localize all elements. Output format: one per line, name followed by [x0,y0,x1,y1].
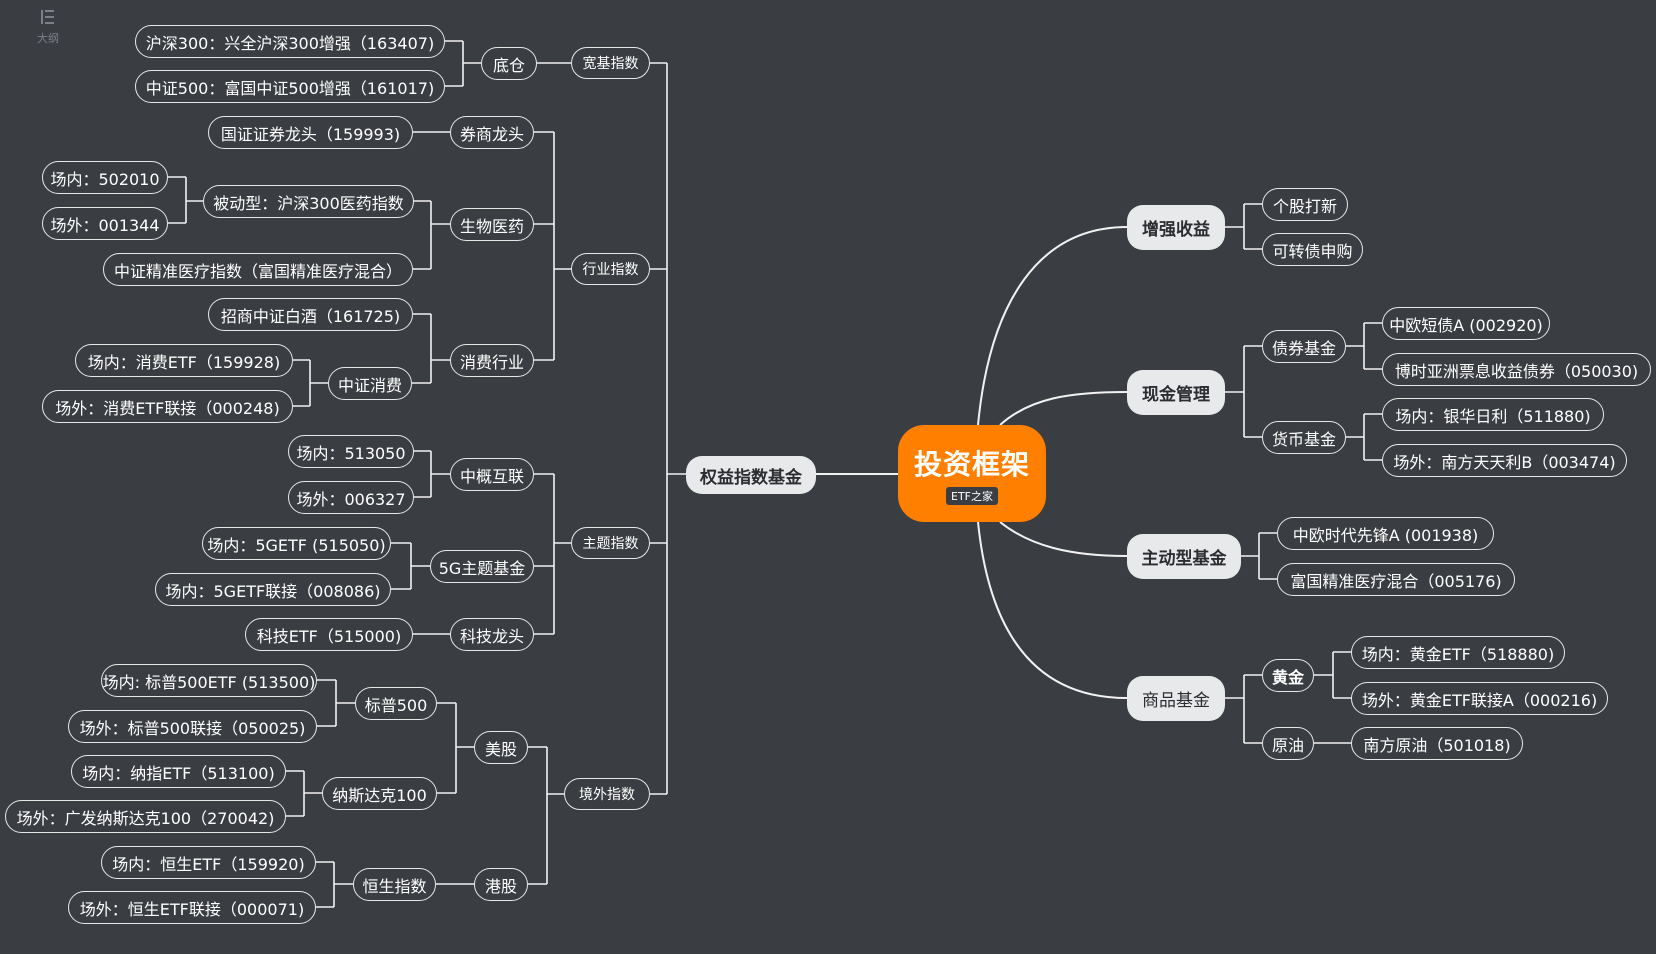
connector-line [977,521,1128,699]
leaf-baijiu-index[interactable]: 招商中证白酒（161725) [208,298,413,331]
outline-label: 大纲 [37,32,59,45]
category-theme-index[interactable]: 主题指数 [571,527,650,559]
group-gold[interactable]: 黄金 [1262,659,1314,692]
leaf-consumer-etf[interactable]: 场内：消费ETF（159928) [75,344,293,377]
leaf-ipo-subscription[interactable]: 个股打新 [1262,188,1348,221]
leaf-yinhua-daily[interactable]: 场内：银华日利（511880) [1382,398,1604,431]
main-cash-management[interactable]: 现金管理 [1127,370,1225,415]
subgroup-sp500[interactable]: 标普500 [355,687,437,720]
group-tech-leaders[interactable]: 科技龙头 [450,618,534,651]
main-equity-index-funds[interactable]: 权益指数基金 [686,456,816,494]
main-active-funds[interactable]: 主动型基金 [1127,534,1241,579]
leaf-zhongou-short-bond[interactable]: 中欧短债A (002920) [1382,307,1550,340]
group-biomedicine[interactable]: 生物医药 [450,208,534,241]
leaf-onexchange-513050[interactable]: 场内：513050 [288,435,414,468]
leaf-securities-leader[interactable]: 国证证券龙头（159993) [208,116,413,149]
group-broker-leaders[interactable]: 券商龙头 [450,116,534,149]
leaf-zhongou-pioneer[interactable]: 中欧时代先锋A (001938) [1277,517,1494,550]
leaf-convertible-bond-subscription[interactable]: 可转债申购 [1262,233,1363,266]
group-5g-theme[interactable]: 5G主题基金 [430,550,534,583]
leaf-consumer-etf-feeder[interactable]: 场外：消费ETF联接（000248) [42,390,293,423]
connector-line [999,391,1128,426]
leaf-hang-seng-feeder[interactable]: 场外：恒生ETF联接（000071) [68,891,316,924]
outline-icon [40,8,56,25]
root-tag: ETF之家 [946,486,998,505]
connector-line [977,226,1128,426]
main-enhanced-returns[interactable]: 增强收益 [1127,205,1225,250]
connector-line [999,521,1128,557]
category-industry-index[interactable]: 行业指数 [571,253,650,285]
group-crude-oil[interactable]: 原油 [1262,727,1314,760]
category-broad-index[interactable]: 宽基指数 [571,47,650,79]
leaf-offexchange-001344[interactable]: 场外：001344 [42,207,168,240]
group-base-position[interactable]: 底仓 [481,47,537,80]
leaf-nasdaq-etf[interactable]: 场内：纳指ETF（513100) [71,755,286,788]
leaf-southern-tiantianli[interactable]: 场外：南方天天利B（003474) [1382,444,1627,477]
leaf-southern-crude-oil[interactable]: 南方原油（501018) [1351,727,1523,760]
leaf-offexchange-006327[interactable]: 场外：006327 [288,481,414,514]
subgroup-passive-csi300-pharma[interactable]: 被动型：沪深300医药指数 [203,185,414,218]
root-title: 投资框架 [913,447,1030,481]
leaf-sp500-feeder[interactable]: 场外：标普500联接（050025) [68,710,317,743]
leaf-tech-etf[interactable]: 科技ETF（515000) [245,618,413,651]
leaf-onexchange-502010[interactable]: 场内：502010 [42,161,168,194]
subgroup-hang-seng[interactable]: 恒生指数 [353,868,436,901]
root-node[interactable]: 投资框架 ETF之家 [898,425,1046,522]
group-us-stocks[interactable]: 美股 [474,731,528,764]
leaf-fuguo-precision-medicine[interactable]: 富国精准医疗混合（005176) [1277,563,1515,596]
leaf-gf-nasdaq100[interactable]: 场外：广发纳斯达克100（270042) [5,800,286,833]
group-hk-stocks[interactable]: 港股 [474,868,528,901]
group-china-internet[interactable]: 中概互联 [450,458,534,491]
outline-button[interactable]: 大纲 [30,6,66,46]
leaf-csi500-enhanced[interactable]: 中证500：富国中证500增强（161017) [135,70,445,103]
leaf-hang-seng-etf[interactable]: 场内：恒生ETF（159920) [101,846,316,879]
subgroup-csi-consumer[interactable]: 中证消费 [328,367,412,400]
leaf-precision-medicine[interactable]: 中证精准医疗指数（富国精准医疗混合） [103,253,413,286]
subgroup-nasdaq100[interactable]: 纳斯达克100 [322,777,437,810]
main-commodity-funds[interactable]: 商品基金 [1127,676,1225,721]
leaf-gold-etf[interactable]: 场内：黄金ETF（518880) [1351,636,1565,669]
group-money-market-funds[interactable]: 货币基金 [1262,421,1346,454]
leaf-bosera-asia-bond[interactable]: 博时亚洲票息收益债券（050030) [1382,353,1651,386]
leaf-5getf[interactable]: 场内：5GETF (515050) [202,527,391,560]
leaf-hs300-enhanced[interactable]: 沪深300：兴全沪深300增强（163407) [135,25,445,58]
group-consumer[interactable]: 消费行业 [450,344,534,377]
group-bond-funds[interactable]: 债券基金 [1262,330,1346,363]
leaf-sp500-etf[interactable]: 场内: 标普500ETF (513500) [101,664,317,697]
leaf-gold-etf-feeder[interactable]: 场外：黄金ETF联接A（000216) [1351,682,1608,715]
category-overseas-index[interactable]: 境外指数 [564,778,650,810]
leaf-5getf-feeder[interactable]: 场内：5GETF联接（008086) [155,573,391,606]
